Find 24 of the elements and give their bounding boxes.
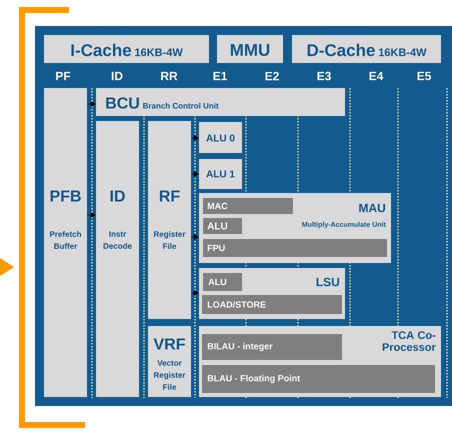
unit-box: PFB Prefetch Buffer — [44, 88, 87, 397]
unit-box: BCU Branch Control Unit — [96, 88, 345, 116]
unit-box: MMU — [217, 35, 283, 63]
stage-label: E3 — [317, 72, 331, 80]
unit-box: VRF Vector Register File — [148, 326, 191, 397]
stage-label: E1 — [213, 72, 227, 80]
unit-bar: BILAU - integer — [202, 334, 342, 360]
stage-label: E4 — [369, 72, 384, 80]
unit-box: ALU 0 — [199, 122, 242, 153]
unit-bar: LOAD/STORE — [202, 295, 342, 314]
stage-label: E2 — [265, 72, 279, 80]
unit-box: I-Cache 16KB-4W — [44, 35, 209, 63]
unit-bar: ALU — [203, 218, 242, 234]
unit-bar: FPU — [203, 239, 387, 257]
unit-bar: ALU — [203, 273, 242, 291]
unit-bar: MAC — [203, 198, 293, 214]
unit-bar: BLAU - Floating Point — [202, 365, 435, 393]
stage-label: PF — [56, 72, 70, 80]
stage-label: ID — [112, 72, 122, 80]
unit-box: RF Register File — [148, 121, 191, 319]
unit-box: ID Instr Decode — [96, 121, 139, 397]
unit-box: D-Cache 16KB-4W — [292, 35, 441, 63]
stage-label: RR — [161, 72, 178, 80]
unit-box: ALU 1 — [199, 159, 242, 189]
